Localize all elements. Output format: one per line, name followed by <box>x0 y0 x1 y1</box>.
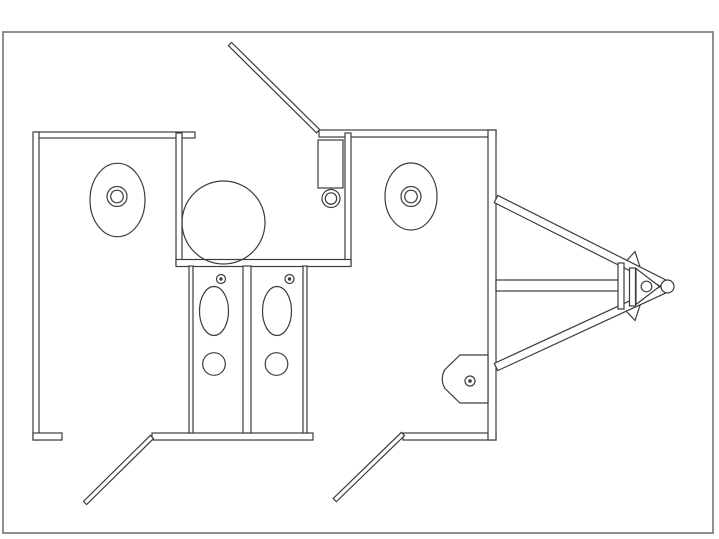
stall-partition-center <box>242 265 252 434</box>
wall-bottom-left-stub <box>32 432 63 441</box>
wall-top-left-room <box>34 131 196 139</box>
door-leaf-bottom-left <box>82 434 155 506</box>
round-fixture-stall-left <box>202 352 226 376</box>
counter-front-edge <box>175 258 352 268</box>
door-leaf-bottom-center <box>332 431 406 503</box>
jack-plate-front <box>617 262 625 310</box>
fixture-drain-outer-right-room <box>400 185 422 208</box>
corner-cabinet <box>317 139 344 189</box>
center-area <box>181 139 344 265</box>
oval-fixture-left-room <box>89 162 146 238</box>
bracket-bolt-ring <box>464 375 476 387</box>
wall-partition-right <box>344 132 352 267</box>
toilet-oval-stall-right <box>261 285 293 337</box>
fixture-drain-outer-left-room <box>106 185 128 208</box>
toilet-oval-stall-left <box>198 285 230 337</box>
floor-bolt-dot-stall-right <box>287 277 292 281</box>
stall-partition-left <box>188 265 194 434</box>
hitch-assembly <box>493 194 675 372</box>
cabinet-pipe-outer <box>321 188 341 209</box>
round-basin <box>181 180 266 265</box>
hitch-ball-circle <box>660 279 675 294</box>
cabinet-pipe-inner <box>324 192 338 205</box>
plan-linework <box>32 41 675 506</box>
wall-bottom-right <box>402 432 497 441</box>
fixture-drain-inner-left-room <box>110 189 124 204</box>
fender-bracket <box>441 354 489 404</box>
walls <box>32 129 497 441</box>
bracket-bolt-dot <box>468 379 472 383</box>
oval-fixture-right-room <box>384 162 438 231</box>
wall-exterior-right <box>487 129 497 441</box>
stall-left <box>198 273 230 376</box>
stall-right <box>261 273 295 376</box>
jack-plate-rear <box>628 267 637 307</box>
right-room-fixture <box>384 162 438 231</box>
stall-partition-right <box>302 265 308 434</box>
fixture-drain-inner-right-room <box>404 189 418 204</box>
wall-exterior-left <box>32 131 40 441</box>
jack-wheel-circle <box>640 280 653 293</box>
floor-bolt-dot-stall-left <box>219 277 223 281</box>
left-room-fixture <box>89 162 146 238</box>
floor-bolt-ring-stall-right <box>284 273 295 285</box>
round-fixture-stall-right <box>264 352 289 376</box>
door-leaves <box>82 41 406 506</box>
drawing-border <box>2 31 714 534</box>
door-leaf-top-center <box>227 41 321 134</box>
wall-bottom-center <box>151 432 314 441</box>
tongue-center-beam <box>495 279 623 292</box>
floor-bolt-ring-stall-left <box>215 273 227 285</box>
wall-partition-left <box>175 132 183 266</box>
